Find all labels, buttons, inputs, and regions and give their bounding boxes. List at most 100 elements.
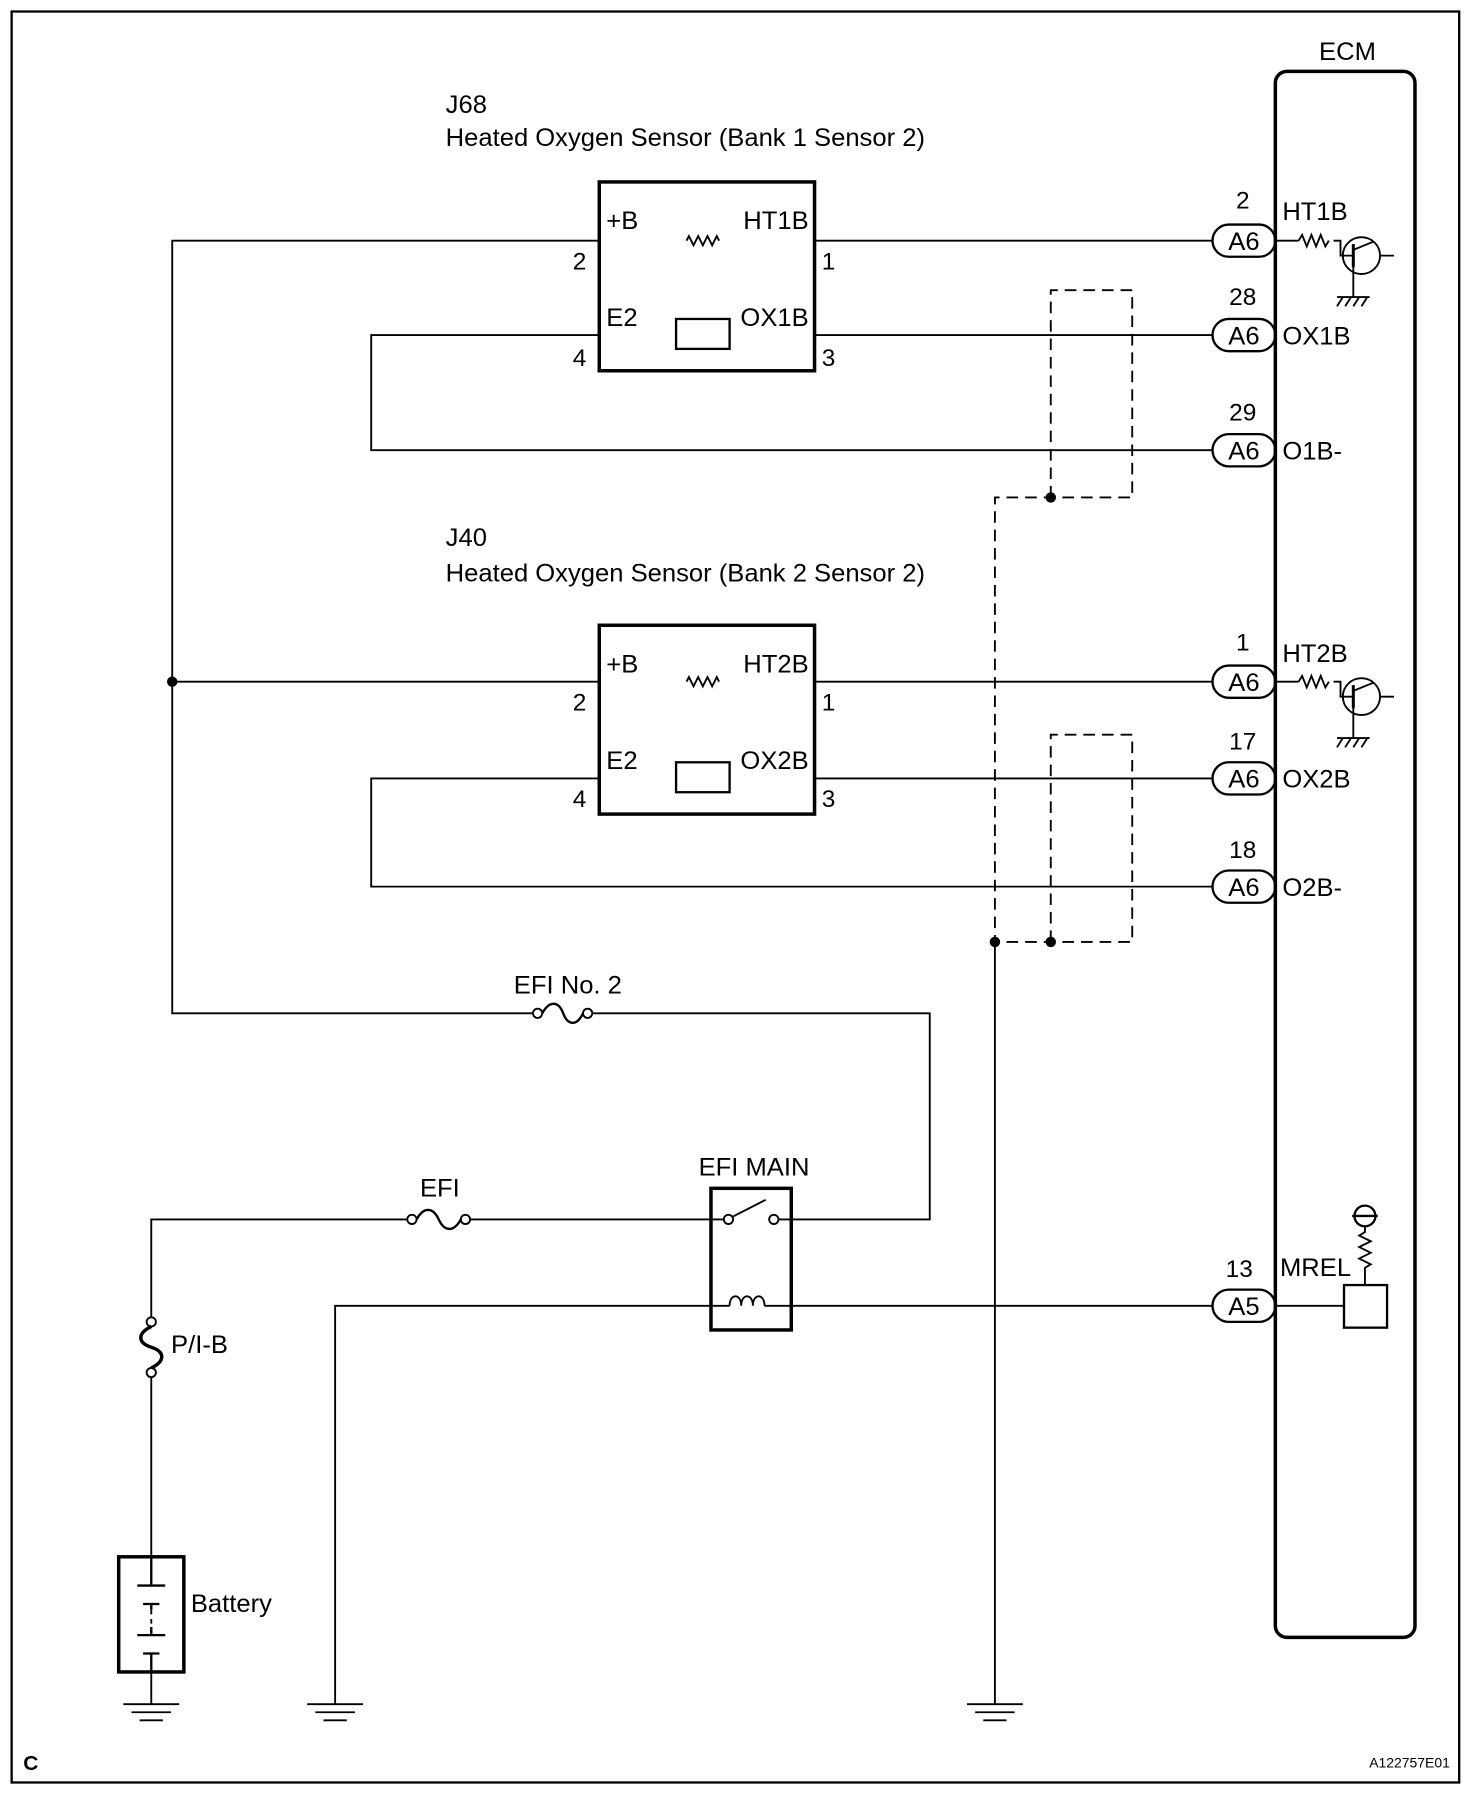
- sensor-j40-pin-plus-b: 2: [573, 690, 587, 717]
- ecm-pin-name: OX2B: [1282, 766, 1350, 794]
- sensor-j40-pin-ground: 4: [573, 786, 587, 813]
- ground-icon: [966, 1703, 1023, 1722]
- battery-cell-icon: [137, 1556, 166, 1672]
- relay-efi-main: EFI MAIN: [699, 1154, 810, 1332]
- fuse-efi: EFI: [406, 1174, 472, 1231]
- sensor-j40-terminal-ground: E2: [606, 747, 637, 775]
- relay-box: [709, 1186, 794, 1332]
- fusible-link-label: P/I-B: [171, 1331, 228, 1359]
- sensor-j68-pin-ground: 4: [573, 345, 587, 372]
- fusible-link-icon: [139, 1324, 164, 1370]
- shield-junction-dot: [1045, 492, 1056, 503]
- ecm-label: ECM: [1319, 38, 1376, 66]
- ecm-connector-label: A6: [1228, 438, 1259, 466]
- sensor-j40-terminal-heater: HT2B: [743, 651, 808, 679]
- shield: [989, 289, 1134, 948]
- sensor-j68-terminal-heater: HT1B: [743, 207, 808, 235]
- ecm-pin-ox2b: 17 A6 OX2B: [1211, 729, 1351, 796]
- sensor-j68-heater-resistor-icon: [685, 233, 720, 248]
- ecm-connector-label: A6: [1228, 322, 1259, 350]
- corner-mark: C: [23, 1752, 38, 1775]
- relay-contact: [768, 1213, 780, 1225]
- resistor-icon: [1297, 673, 1330, 690]
- ecm-mrel-circuit: [1275, 1204, 1389, 1329]
- fuse-efi-label: EFI: [420, 1174, 460, 1202]
- ecm-pin-name: HT2B: [1282, 640, 1347, 668]
- ecm-connector: [1211, 869, 1277, 904]
- sensor-j40-name: Heated Oxygen Sensor (Bank 2 Sensor 2): [446, 560, 925, 588]
- wire-relay-coil-ground: [334, 1304, 730, 1705]
- ecm-pin-name: MREL: [1280, 1254, 1351, 1282]
- ecm-connector-label: A5: [1228, 1293, 1259, 1321]
- ecm-pin-name: O1B-: [1282, 438, 1342, 466]
- shield-dashed-outline: [993, 289, 1134, 943]
- sensor-j68-name: Heated Oxygen Sensor (Bank 1 Sensor 2): [446, 124, 925, 152]
- ecm-pin-number: 18: [1229, 837, 1256, 864]
- ecm-pin-o1b-minus: 29 A6 O1B-: [1211, 399, 1342, 468]
- diagram-frame: [10, 10, 1461, 1784]
- ecm-pin-number: 17: [1229, 729, 1256, 756]
- ecm-connector: [1211, 317, 1277, 353]
- sensor-j40-terminal-signal: OX2B: [740, 747, 808, 775]
- ecm-pin-number: 1: [1236, 630, 1250, 657]
- junction-dot: [166, 676, 178, 687]
- resistor-icon: [1297, 232, 1330, 249]
- fuse-icon: [541, 1002, 585, 1024]
- mrel-driver-box: [1342, 1283, 1389, 1329]
- sensor-j40-box: [597, 623, 817, 816]
- ecm-driver-ht1b: [1275, 232, 1395, 307]
- sensor-j68-id: J68: [446, 91, 487, 119]
- ecm-connector: [1211, 761, 1277, 796]
- sensor-j40: J40 Heated Oxygen Sensor (Bank 2 Sensor …: [446, 524, 925, 816]
- sensor-j68: J68 Heated Oxygen Sensor (Bank 1 Sensor …: [446, 91, 925, 373]
- ecm-pin-number: 13: [1226, 1256, 1253, 1283]
- ecm-connector: [1211, 432, 1277, 468]
- relay-label: EFI MAIN: [699, 1154, 810, 1182]
- battery-label: Battery: [191, 1590, 272, 1618]
- ecm-connector-label: A6: [1228, 766, 1259, 794]
- ecm-pin-number: 28: [1229, 284, 1256, 311]
- ecm-pin-o2b-minus: 18 A6 O2B-: [1211, 837, 1342, 904]
- sensor-j68-box: [597, 180, 817, 373]
- wire-o1b-minus: [370, 334, 1213, 452]
- transistor-collector: [1352, 681, 1395, 698]
- sensor-j68-element-icon: [674, 317, 731, 351]
- ecm-connector-label: A6: [1228, 228, 1259, 256]
- chassis-ground-icon: [1336, 737, 1370, 748]
- shield-junction-dot: [1045, 936, 1056, 948]
- wire-battery-to-efi: [150, 1218, 408, 1318]
- ground-icon: [123, 1703, 180, 1722]
- ecm-pin-mrel: 13 A5 MREL: [1211, 1254, 1351, 1324]
- fuse-terminal: [532, 1007, 544, 1019]
- wire-efi-no2-to-relay: [592, 1012, 931, 1221]
- transistor-base: [1333, 239, 1354, 257]
- ecm-pin-number: 29: [1229, 399, 1256, 426]
- chassis-ground-icon: [1336, 296, 1370, 307]
- wire-plus-b-bus: [171, 239, 600, 1015]
- sensor-j68-terminal-signal: OX1B: [740, 304, 808, 332]
- ecm-connector-label: A6: [1228, 874, 1259, 902]
- relay-contact: [722, 1213, 735, 1225]
- sensor-j68-pin-heater: 1: [822, 249, 836, 276]
- sensor-j68-pin-signal: 3: [822, 345, 836, 372]
- sensor-j40-terminal-plus-b: +B: [606, 651, 638, 679]
- wires: [150, 239, 1213, 1705]
- fuse-terminal: [406, 1213, 418, 1225]
- sensor-j40-id: J40: [446, 524, 487, 552]
- ecm-pin-number: 2: [1236, 188, 1250, 215]
- sensor-j40-heater-resistor-icon: [685, 675, 720, 689]
- ecm-box: [1273, 69, 1417, 1640]
- fuse-icon: [415, 1208, 462, 1231]
- shield-junction-dot: [989, 936, 1001, 948]
- battery: Battery: [116, 1555, 272, 1674]
- sensor-j40-pin-signal: 3: [822, 786, 836, 813]
- fuse-efi-no2-label: EFI No. 2: [514, 972, 622, 1000]
- ground-icon: [307, 1703, 364, 1722]
- ecm-pin-name: HT1B: [1282, 198, 1347, 226]
- fusible-link-terminal: [145, 1367, 157, 1379]
- pullup-resistor-icon: [1357, 1226, 1373, 1286]
- ecm-unit: ECM: [1273, 38, 1417, 1640]
- fuse-efi-no2: EFI No. 2: [514, 972, 622, 1024]
- fusible-link-terminal: [145, 1316, 157, 1328]
- ecm-driver-ht2b: [1275, 673, 1395, 748]
